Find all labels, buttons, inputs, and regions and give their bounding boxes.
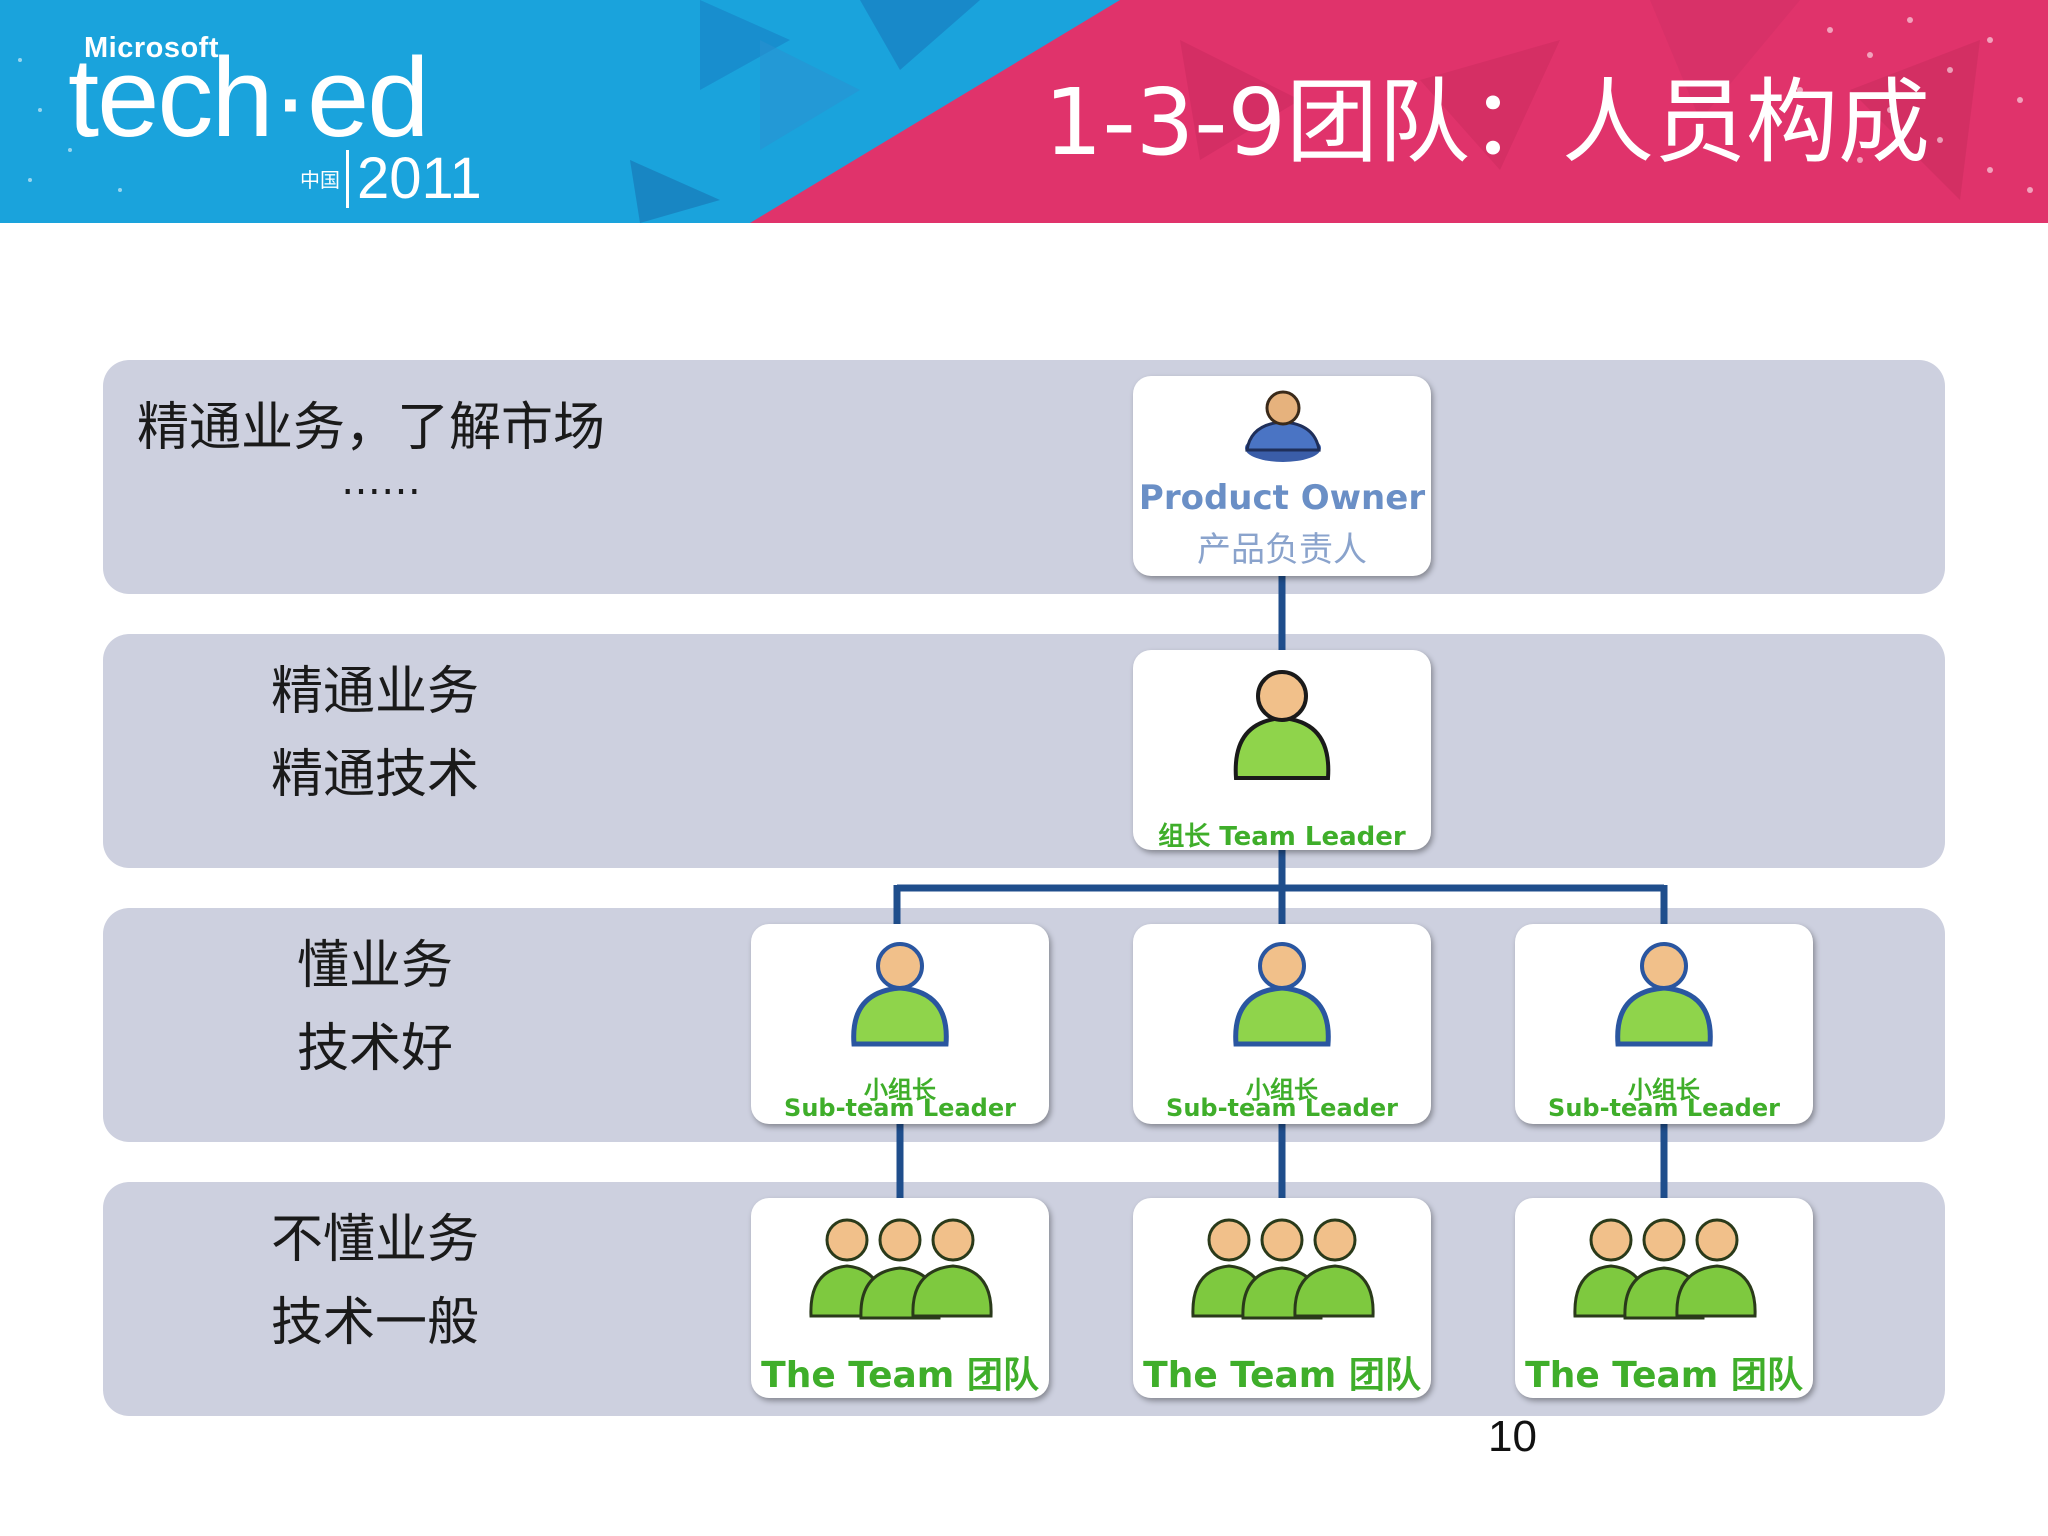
node-title: The Team 团队 (761, 1355, 1039, 1396)
row-label-line: 技术好 (297, 1019, 454, 1079)
row-label-line: 精通业务，了解市场 (137, 398, 606, 458)
node-title: 小组长 (1246, 1076, 1318, 1104)
slide-title: 1-3-9团队：人员构成 (1044, 69, 1930, 176)
page-number: 10 (1488, 1412, 1537, 1461)
blue-green-person-icon (1233, 942, 1331, 1047)
row-label-line: 精通业务 (271, 662, 480, 722)
node-title: The Team 团队 (1525, 1355, 1803, 1396)
row-label-line: 精通技术 (271, 745, 480, 805)
node-title: 小组长 (1628, 1076, 1700, 1104)
blue-green-person-icon (1615, 942, 1713, 1047)
blue-person-icon (1245, 390, 1321, 462)
node-sub-team-leader: 小组长 Sub-team Leader (1515, 924, 1813, 1124)
node-sub-team-leader: 小组长 Sub-team Leader (1133, 924, 1431, 1124)
node-subtitle: 产品负责人 (1197, 530, 1367, 570)
team-group-icon (1191, 1218, 1375, 1320)
blue-green-person-icon (851, 942, 949, 1047)
brand-region: 中国 (300, 168, 340, 192)
team-group-icon (1573, 1218, 1757, 1320)
node-product-owner: Product Owner 产品负责人 (1133, 376, 1431, 576)
team-group-icon (809, 1218, 993, 1320)
node-title: 小组长 (864, 1076, 936, 1104)
node-team: The Team 团队 (751, 1198, 1049, 1398)
node-subtitle: Sub-team Leader (1548, 1094, 1780, 1122)
node-title: The Team 团队 (1143, 1355, 1421, 1396)
node-team: The Team 团队 (1133, 1198, 1431, 1398)
row-label-line: 技术一般 (271, 1293, 480, 1353)
row-label-line: 懂业务 (297, 936, 454, 996)
node-title: Product Owner (1138, 478, 1426, 518)
brand-year: 2011 (346, 150, 482, 208)
node-team-leader: 组长 Team Leader (1133, 650, 1431, 850)
banner-background (0, 0, 2048, 223)
row-label-line: 不懂业务 (271, 1210, 480, 1270)
header-banner: Microsoft tech·ed 中国 2011 1-3-9团队：人员构成 (0, 0, 2048, 223)
node-subtitle: Sub-team Leader (1166, 1094, 1398, 1122)
brand-company: Microsoft (84, 32, 219, 64)
brand-event: tech·ed (68, 35, 430, 160)
node-subtitle: Sub-team Leader (784, 1094, 1016, 1122)
node-sub-team-leader: 小组长 Sub-team Leader (751, 924, 1049, 1124)
row-band-team-leader: 精通业务 精通技术 (103, 634, 1945, 868)
row-band-product-owner: 精通业务，了解市场 …… (103, 360, 1945, 594)
node-team: The Team 团队 (1515, 1198, 1813, 1398)
node-title: 组长 Team Leader (1158, 822, 1406, 850)
row-label-line: …… (341, 458, 421, 504)
green-person-icon (1233, 670, 1331, 780)
